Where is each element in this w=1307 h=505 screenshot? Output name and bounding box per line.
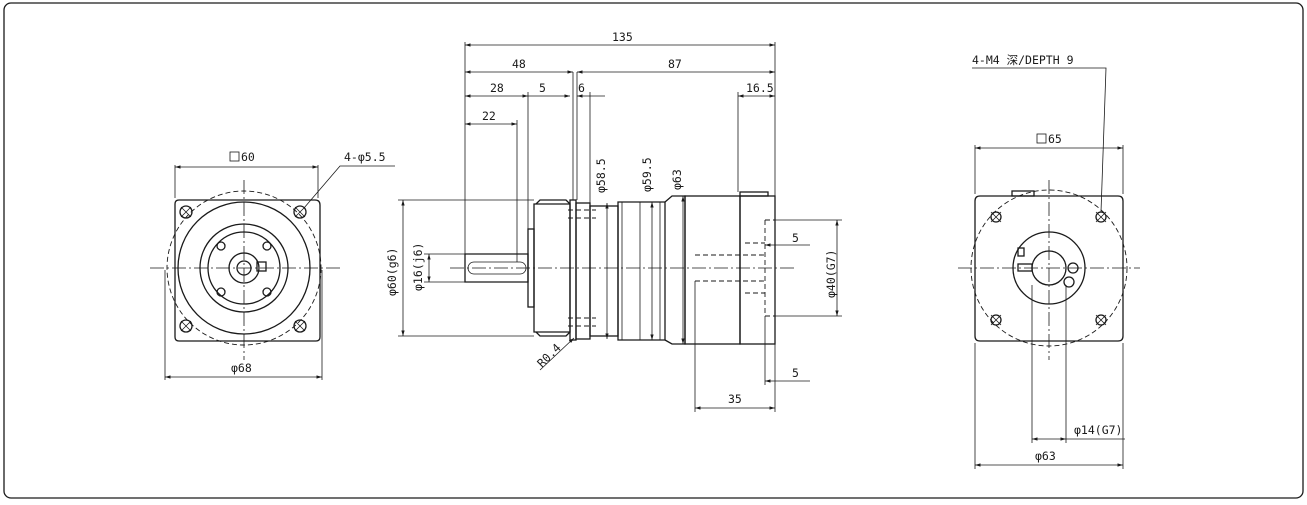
front-view: 60 4-φ5.5 φ68 [150, 150, 395, 380]
rear-bore-label: φ14(G7) [1074, 423, 1122, 437]
rear-square-label: 65 [1048, 132, 1062, 146]
side-view: 135 48 87 28 5 6 16.5 22 φ60(g6) φ16(j6)… [385, 30, 842, 412]
dia-59-5: φ59.5 [640, 157, 654, 192]
dim-bore-chamfer-bottom: 5 [792, 366, 799, 380]
dim-body-length: 87 [668, 57, 682, 71]
dim-flange-gap: 6 [578, 81, 585, 95]
rear-tapped-holes: 4-M4 深/DEPTH 9 [972, 53, 1074, 67]
dim-flange-thk: 5 [539, 81, 546, 95]
radius-label: R0.4 [534, 341, 564, 371]
dia-58-5: φ58.5 [594, 158, 608, 193]
dim-bore-chamfer-top: 5 [792, 231, 799, 245]
dim-input-length: 48 [512, 57, 526, 71]
dim-bore-depth: 35 [728, 392, 742, 406]
rear-view: 4-M4 深/DEPTH 9 65 φ14(G7) φ63 [958, 53, 1140, 469]
front-pcd-label: φ68 [231, 361, 252, 375]
dim-key-length: 22 [482, 109, 496, 123]
dim-collar-len: 16.5 [746, 81, 774, 95]
dia-bore-recess: φ40(G7) [824, 250, 838, 298]
dim-total-length: 135 [612, 30, 633, 44]
front-square-label: 60 [241, 150, 255, 164]
dia-pilot: φ60(g6) [385, 248, 399, 296]
dia-shaft: φ16(j6) [411, 243, 425, 291]
front-holes-label: 4-φ5.5 [344, 150, 386, 164]
dia-63: φ63 [670, 169, 684, 190]
rear-pcd-label: φ63 [1035, 449, 1056, 463]
dim-shaft-length: 28 [490, 81, 504, 95]
drawing-border [3, 2, 1304, 499]
